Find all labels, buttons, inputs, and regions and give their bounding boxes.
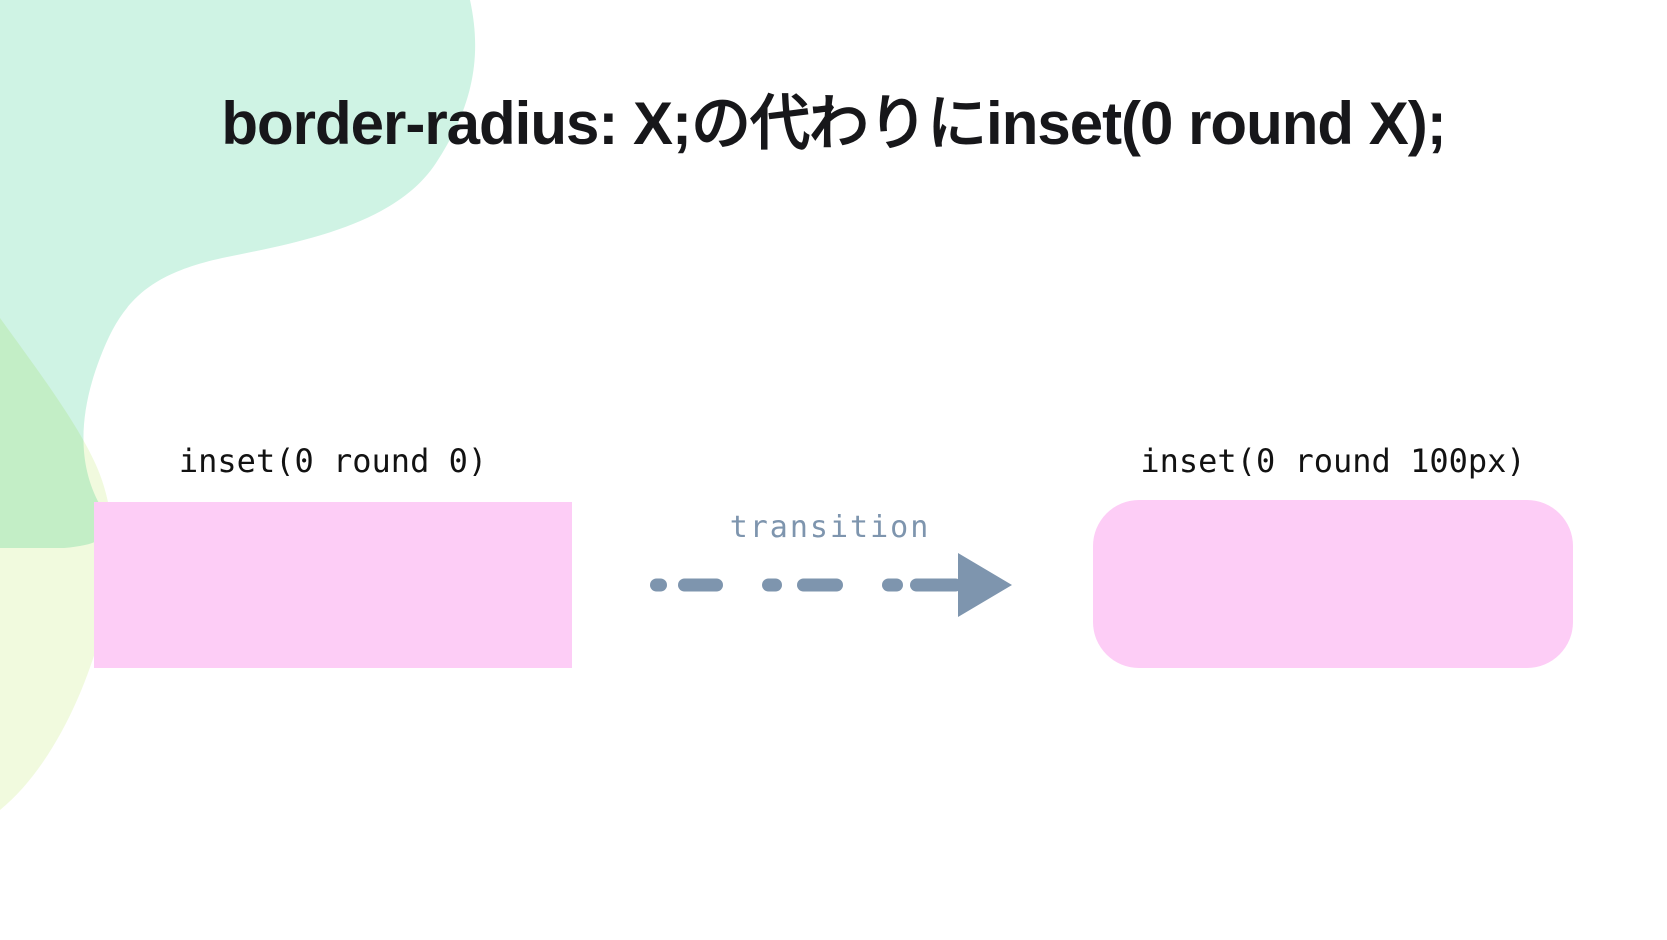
after-rounded-shape: [1093, 500, 1573, 668]
transition-arrow-icon: [650, 553, 1012, 617]
before-shape-label: inset(0 round 0): [178, 442, 488, 480]
slide-title: border-radius: X;の代わりにinset(0 round X);: [221, 90, 1446, 157]
after-shape-label: inset(0 round 100px): [1140, 442, 1526, 480]
transition-label: transition: [729, 510, 931, 545]
before-square-shape: [94, 502, 572, 668]
